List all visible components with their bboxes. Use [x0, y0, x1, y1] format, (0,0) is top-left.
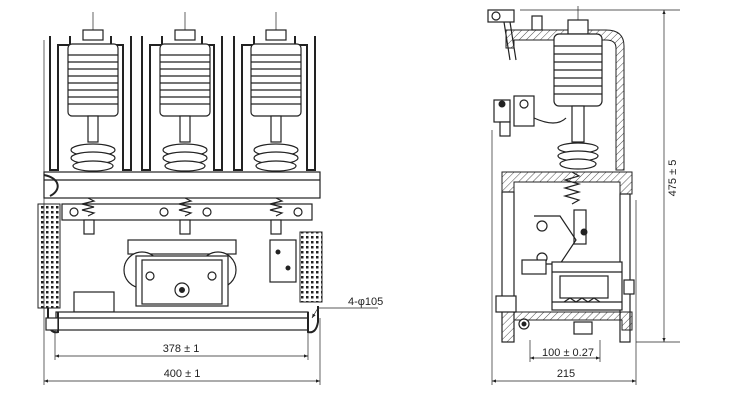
front-electromagnet: [123, 239, 237, 307]
front-hole-label: 4-φ105: [348, 296, 383, 308]
side-view: 475 ± 5 100 ± 0.27 215: [487, 6, 680, 385]
front-base-plate: [45, 306, 319, 334]
front-plate-lug: [43, 174, 59, 197]
side-base: [495, 295, 633, 343]
side-left-terminals: [493, 95, 567, 137]
side-mechanism: [521, 171, 588, 275]
front-left-terminal-strip: [37, 203, 61, 309]
front-springs: [69, 197, 303, 235]
front-aux-switch: [269, 239, 297, 283]
side-top-frame: [487, 9, 625, 171]
front-dim-outer-width: 400 ± 1: [164, 368, 201, 380]
side-dim-height: 475 ± 5: [667, 160, 679, 197]
front-top-plate: [43, 171, 321, 199]
pole-column-1: [49, 12, 132, 172]
front-bracket: [73, 291, 115, 313]
side-insulator: [553, 6, 603, 170]
pole-column-2: [141, 12, 223, 172]
pole-column-3: [233, 12, 316, 172]
front-view: 4-φ105 378 ± 1 400 ± 1: [37, 12, 383, 385]
side-coil: [551, 261, 635, 311]
front-right-terminal-strip: [299, 231, 323, 303]
side-middle-plate: [501, 171, 633, 195]
front-dim-inner-width: 378 ± 1: [163, 343, 200, 355]
side-dim-depth: 215: [557, 368, 575, 380]
side-dim-mount: 100 ± 0.27: [542, 347, 594, 359]
